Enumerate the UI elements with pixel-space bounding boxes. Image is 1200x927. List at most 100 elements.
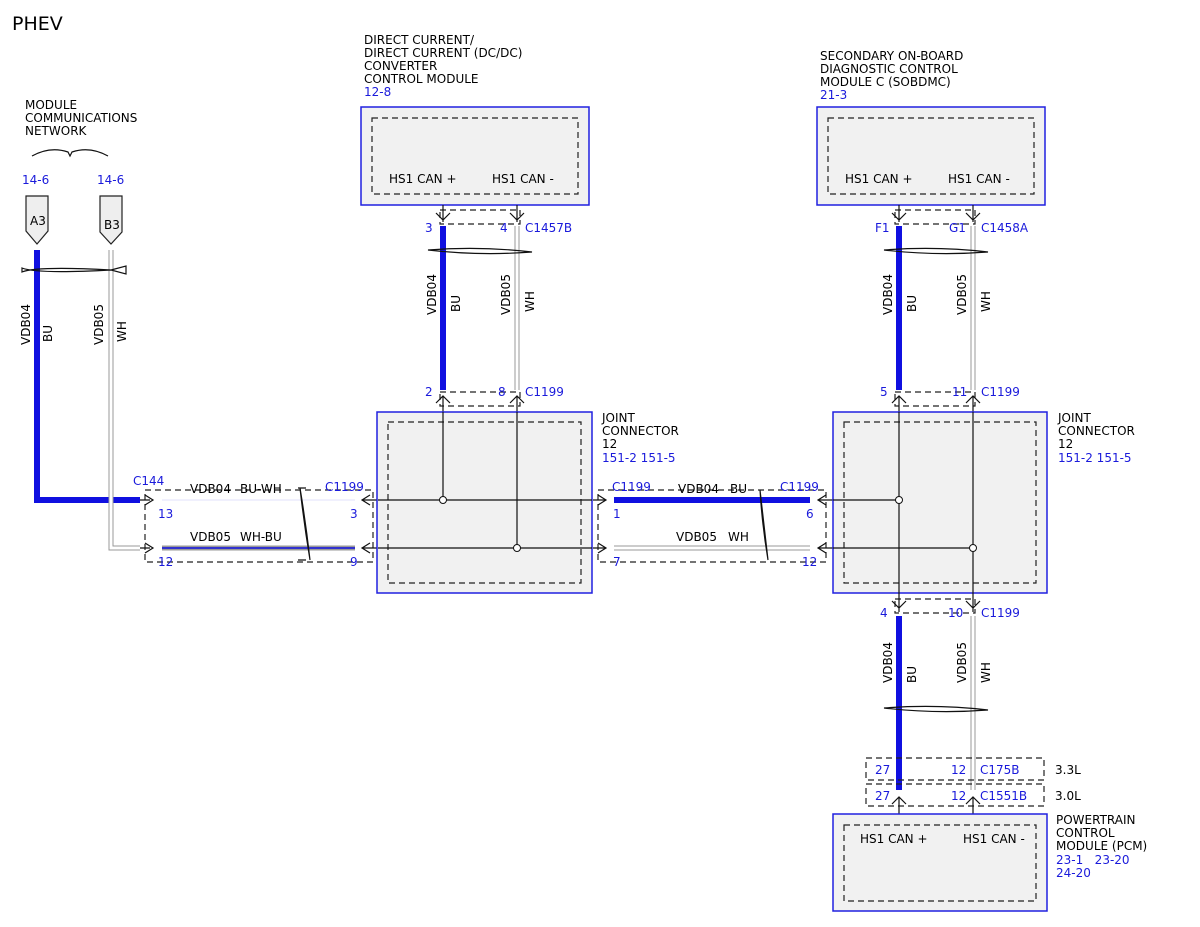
c144-pin13: 13 [158, 507, 173, 521]
c1199-j2-top-frame [894, 391, 976, 407]
sobdmc-module: SECONDARY ON-BOARD DIAGNOSTIC CONTROL MO… [816, 49, 1046, 206]
sobdmc-label-line1: SECONDARY ON-BOARD [820, 49, 963, 63]
pcm-ref1: 23-1 23-20 [1056, 853, 1130, 867]
j1-j2-connector-frame [597, 489, 827, 563]
j1-pin1: 1 [613, 507, 621, 521]
c144-pin12-arrow-icon [140, 542, 155, 554]
j2-pin4: 4 [880, 606, 888, 620]
bu-label-pcm: BU [905, 666, 919, 683]
c1199-label-j1-left: C1199 [325, 480, 364, 494]
j2-pin12: 12 [802, 555, 817, 569]
pin-b3-label: B3 [104, 218, 120, 232]
c1199-j1-top-frame [439, 391, 521, 407]
wh-label-net: WH [115, 321, 129, 342]
network-ref-b: 14-6 [97, 173, 124, 187]
sobdmc-label-line3: MODULE C (SOBDMC) [820, 75, 951, 89]
dcdc-pin-minus: HS1 CAN - [492, 172, 554, 186]
buwh-label: BU-WH [240, 482, 282, 496]
joint2-label-line3: 12 [1058, 437, 1073, 451]
sobdmc-ping1-arrow-icon [965, 205, 981, 222]
network-label-line3: NETWORK [25, 124, 88, 138]
j1-pin8: 8 [498, 385, 506, 399]
twist-icon-dcdc [427, 247, 533, 255]
network-brace-icon [31, 149, 109, 158]
j1-pin3-arrow-icon [360, 494, 378, 506]
wh-label-dcdc: WH [523, 291, 537, 312]
c1551b-pin27: 27 [875, 789, 890, 803]
c144-pin13-arrow-icon [140, 494, 155, 506]
wire-vdb05-network [108, 250, 140, 551]
sobdmc-pin-f1: F1 [875, 221, 890, 235]
bu-label-sobdmc: BU [905, 295, 919, 312]
joint2-box [832, 411, 1048, 594]
j1-pin3: 3 [350, 507, 358, 521]
pcm-pin27-arrow-icon [891, 796, 907, 814]
dcdc-pin3-arrow-icon [435, 205, 451, 222]
c1199-label-j2-bottom: C1199 [981, 606, 1020, 620]
pcm-ref2: 24-20 [1056, 866, 1091, 880]
c175b-pin27: 27 [875, 763, 890, 777]
bu-label-j1j2: BU [730, 482, 747, 496]
network-label-line1: MODULE [25, 98, 77, 112]
dcdc-label-line3: CONVERTER [364, 59, 437, 73]
c1551b-label: C1551B [980, 789, 1027, 803]
pcm-label-line1: POWERTRAIN [1056, 813, 1136, 827]
wh-label-sobdmc: WH [979, 291, 993, 312]
j2-pin11-arrow-icon [965, 395, 981, 412]
c1199-j2-bottom-frame [894, 598, 976, 614]
j1-pin1-arrow-icon [593, 494, 608, 506]
dcdc-label-line2: DIRECT CURRENT (DC/DC) [364, 46, 522, 60]
pin-a3-label: A3 [30, 214, 46, 228]
c1458a-frame [894, 209, 976, 225]
sobdmc-pin-minus: HS1 CAN - [948, 172, 1010, 186]
c175b-label: C175B [980, 763, 1020, 777]
j2-pin4-arrow-icon [891, 593, 907, 612]
dcdc-label-line1: DIRECT CURRENT/ [364, 33, 475, 47]
joint1-ref: 151-2 151-5 [602, 451, 676, 465]
vdb05-label-pcm: VDB05 [955, 642, 969, 683]
page-title: PHEV [12, 13, 63, 35]
vdb04-label-sobdmc: VDB04 [881, 274, 895, 315]
c1457b-label: C1457B [525, 221, 572, 235]
dcdc-pin3: 3 [425, 221, 433, 235]
j1-pin9: 9 [350, 555, 358, 569]
twist-icon-pcm [883, 705, 989, 713]
pin-b3-icon [99, 195, 123, 245]
sobdmc-pin-g1: G1 [949, 221, 966, 235]
pcm-pin-minus: HS1 CAN - [963, 832, 1025, 846]
joint2-label-line2: CONNECTOR [1058, 424, 1135, 438]
bu-label-net: BU [41, 325, 55, 342]
j2-pin5: 5 [880, 385, 888, 399]
c144-pin12: 12 [158, 555, 173, 569]
bu-label-dcdc: BU [449, 295, 463, 312]
joint1-label-line1: JOINT [601, 411, 636, 425]
c144-c1199-connector-frame [144, 489, 374, 563]
vdb05-label-c144: VDB05 [190, 530, 231, 544]
twist-icon-sobdmc [883, 247, 989, 255]
whbu-label: WH-BU [240, 530, 282, 544]
vdb04-label-pcm: VDB04 [881, 642, 895, 683]
c1199-label-j1-right: C1199 [612, 480, 651, 494]
module-communications-network: MODULE COMMUNICATIONS NETWORK 14-6 14-6 … [22, 98, 137, 245]
vdb04-label-j1j2: VDB04 [678, 482, 719, 496]
twist-icon-j1j2 [759, 489, 769, 561]
pcm-label-line3: MODULE (PCM) [1056, 839, 1147, 853]
j1-pin7: 7 [613, 555, 621, 569]
c1551b-pin12: 12 [951, 789, 966, 803]
variant-3.0l: 3.0L [1055, 789, 1081, 803]
c1199-label-j2-top: C1199 [981, 385, 1020, 399]
vdb05-label-sobdmc: VDB05 [955, 274, 969, 315]
vdb05-label-dcdc: VDB05 [499, 274, 513, 315]
joint1-label-line3: 12 [602, 437, 617, 451]
j2-pin6-arrow-icon [816, 494, 833, 506]
network-label-line2: COMMUNICATIONS [25, 111, 137, 125]
pcm-pin-plus: HS1 CAN + [860, 832, 928, 846]
c1199-label-j1-top: C1199 [525, 385, 564, 399]
sobdmc-pinf1-arrow-icon [891, 205, 907, 222]
c1458a-label: C1458A [981, 221, 1029, 235]
j1-pin7-arrow-icon [593, 542, 608, 554]
sobdmc-box [816, 106, 1046, 206]
joint2-label-line1: JOINT [1057, 411, 1092, 425]
twist-icon-network [21, 265, 127, 275]
